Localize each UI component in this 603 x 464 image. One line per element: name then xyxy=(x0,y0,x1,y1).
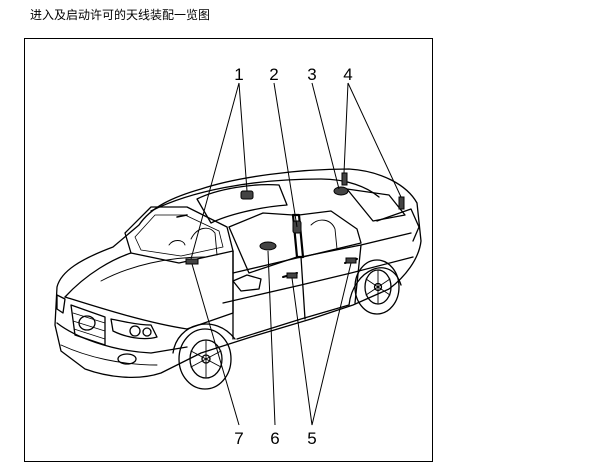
windshield xyxy=(124,206,234,264)
leader-line-1 xyxy=(190,82,248,260)
front-rim xyxy=(189,339,223,379)
callout-2: 2 xyxy=(269,65,278,84)
right-headlight xyxy=(56,294,66,314)
callout-4: 4 xyxy=(343,65,352,84)
side-crease xyxy=(222,256,414,304)
antenna-diagram-frame: 1 2 3 4 5 6 7 xyxy=(24,38,433,462)
windshield-inner xyxy=(134,214,224,257)
antenna-marker-rear-right xyxy=(398,196,405,210)
front-hub xyxy=(201,354,211,364)
hood-line xyxy=(64,252,132,298)
grille xyxy=(70,304,106,346)
antenna-marker-door-handle xyxy=(286,272,298,279)
front-bumper xyxy=(56,322,188,354)
leader-line-2 xyxy=(273,82,298,228)
rear-seat xyxy=(310,219,338,250)
headlight-lens xyxy=(129,325,141,337)
left-headlight xyxy=(110,318,158,340)
side-mirror xyxy=(232,274,262,292)
antenna-marker-dash xyxy=(185,258,199,265)
callout-5: 5 xyxy=(307,429,316,448)
steering-wheel xyxy=(168,240,186,246)
front-wheel-arch xyxy=(172,323,236,354)
callout-1: 1 xyxy=(234,65,243,84)
rear-window xyxy=(346,188,406,222)
front-seat xyxy=(190,227,218,256)
beltline xyxy=(232,232,412,274)
leader-line-3 xyxy=(311,82,340,190)
leader-line-6 xyxy=(267,250,276,426)
rear-rim xyxy=(364,269,392,305)
side-skirt xyxy=(236,304,350,340)
lower-bumper xyxy=(60,344,158,366)
rear-door-seam xyxy=(300,256,306,320)
trunk-lid xyxy=(376,208,420,242)
car-antenna-diagram: 1 2 3 4 5 6 7 xyxy=(54,65,422,448)
antenna-marker-rear-door-handle xyxy=(345,257,357,264)
leader-line-4 xyxy=(343,82,402,198)
brand-badge xyxy=(78,315,96,331)
antenna-marker-front-door xyxy=(259,241,277,251)
page-title: 进入及启动许可的天线装配一览图 xyxy=(30,8,211,22)
rear-rim-spokes xyxy=(365,270,391,304)
antenna-marker-sunroof xyxy=(240,190,254,200)
grille-slats xyxy=(72,312,106,340)
rear-side-window xyxy=(298,210,362,258)
car-body-outline xyxy=(54,168,422,378)
callout-3: 3 xyxy=(307,65,316,84)
hood-crease xyxy=(100,256,206,282)
front-tire xyxy=(178,328,232,390)
callout-7: 7 xyxy=(234,429,243,448)
antenna-marker-rear-shelf xyxy=(333,186,349,196)
rear-view-mirror xyxy=(176,214,188,218)
callout-6: 6 xyxy=(270,429,279,448)
fog-light xyxy=(117,353,137,365)
front-rim-spokes xyxy=(190,340,222,378)
sunroof xyxy=(196,183,288,224)
roof-line xyxy=(150,178,380,212)
rear-tire xyxy=(354,259,400,315)
rear-hub xyxy=(373,282,383,292)
headlight-lens-2 xyxy=(142,327,152,337)
antenna-marker-rear-left xyxy=(341,172,348,186)
leader-line-7 xyxy=(191,263,240,426)
leader-line-5 xyxy=(291,262,352,426)
hood-edge xyxy=(64,250,234,330)
